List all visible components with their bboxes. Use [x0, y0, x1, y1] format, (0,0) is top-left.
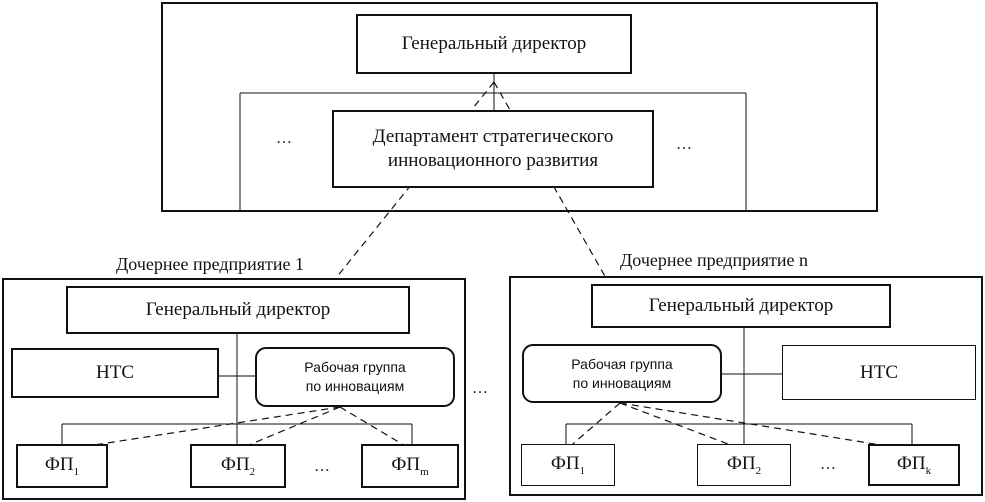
subsidiary-1-unit-2-index: 2 — [249, 465, 256, 478]
head-office-ellipsis-left: … — [276, 130, 293, 147]
head-office-ceo-box: Генеральный директор — [356, 14, 632, 74]
subsidiary-1-unit-2-name: ФП — [220, 453, 250, 475]
subsidiary-n-unit-2-name: ФП — [726, 452, 756, 474]
subsidiary-1-unit-m-index: m — [420, 465, 429, 478]
subsidiary-1-title: Дочернее предприятие 1 — [116, 254, 305, 274]
subsidiary-n-workgroup-line2: по инновациям — [572, 374, 672, 391]
subsidiary-1-unit-2: ФП2 — [190, 444, 286, 488]
subsidiary-1-unit-m: ФПm — [361, 444, 459, 488]
subsidiary-1-workgroup-line1: Рабочая группа — [304, 359, 406, 376]
head-office-ceo-label: Генеральный директор — [401, 33, 587, 55]
subsidiary-n-units-ellipsis: … — [820, 456, 837, 473]
subsidiary-n-unit-1: ФП1 — [521, 444, 615, 486]
head-office-frame — [161, 2, 878, 212]
department-label-line2: инновационного развития — [387, 150, 599, 171]
subsidiary-1-workgroup-line2: по инновациям — [305, 378, 405, 394]
department-label-line1: Департамент стратегического — [372, 126, 614, 148]
subsidiary-1-unit-1: ФП1 — [16, 444, 108, 488]
head-office-ellipsis-right: … — [676, 136, 693, 153]
subsidiary-1-workgroup-box: Рабочая группа по инновациям — [255, 347, 455, 407]
subsidiary-1-ceo-box: Генеральный директор — [66, 286, 410, 334]
subsidiary-n-ceo-box: Генеральный директор — [591, 284, 891, 328]
subsidiary-1-frame — [2, 278, 466, 500]
subsidiary-1-ntc-label: НТС — [96, 362, 134, 384]
subsidiary-1-ntc-box: НТС — [11, 348, 219, 398]
subsidiary-n-unit-k-index: k — [925, 464, 932, 477]
subsidiary-1-unit-1-name: ФП — [44, 453, 74, 475]
subsidiary-n-ntc-label: НТС — [860, 361, 898, 383]
subsidiary-1-ceo-label: Генеральный директор — [145, 299, 331, 321]
subsidiary-n-ceo-label: Генеральный директор — [648, 295, 834, 317]
subsidiary-n-title: Дочернее предприятие n — [620, 250, 809, 270]
department-box: Департамент стратегического инновационно… — [332, 110, 654, 188]
subsidiary-n-workgroup-box: Рабочая группа по инновациям — [522, 344, 722, 403]
subsidiary-1-units-ellipsis: … — [314, 458, 331, 475]
subsidiary-1-unit-1-index: 1 — [73, 465, 80, 478]
subsidiary-n-workgroup-line1: Рабочая группа — [571, 355, 673, 372]
subsidiary-n-unit-2-index: 2 — [755, 464, 762, 477]
subsidiary-1-unit-m-name: ФП — [391, 453, 421, 475]
subsidiary-n-unit-2: ФП2 — [697, 444, 791, 486]
between-subsidiaries-ellipsis: … — [472, 380, 489, 397]
subsidiary-n-unit-k-name: ФП — [896, 452, 926, 474]
subsidiary-n-frame — [509, 276, 983, 496]
subsidiary-n-unit-k: ФПk — [868, 444, 960, 486]
subsidiary-n-unit-1-index: 1 — [579, 464, 586, 477]
subsidiary-n-unit-1-name: ФП — [550, 452, 580, 474]
subsidiary-n-ntc-box: НТС — [782, 345, 976, 400]
